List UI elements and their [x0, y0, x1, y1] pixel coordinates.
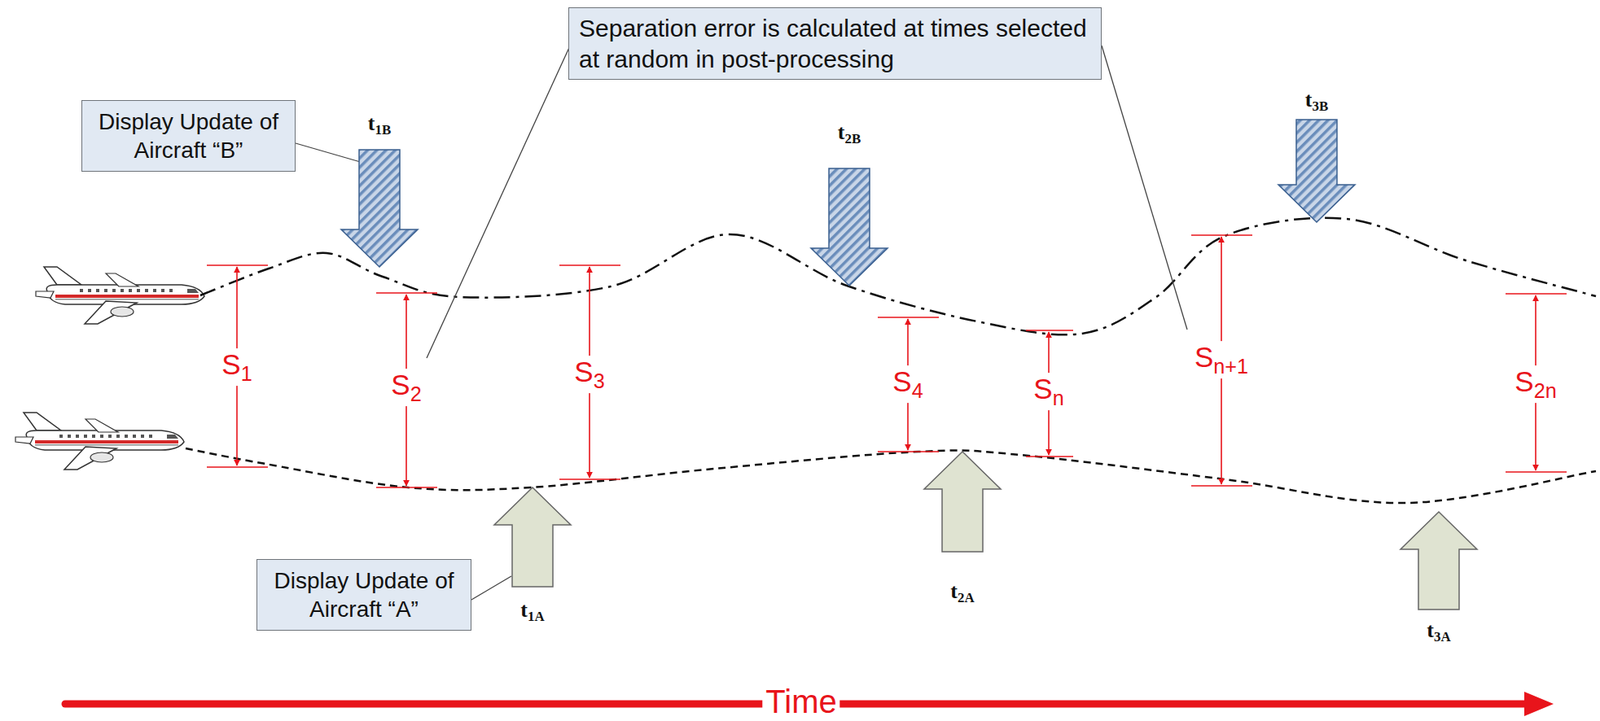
box-leader: [471, 576, 512, 601]
separation-measure: [1025, 330, 1074, 457]
separation-label: S2n: [1512, 365, 1559, 404]
display-update-arrow: [924, 451, 1001, 553]
update-time-label: t3B: [1305, 89, 1329, 114]
annotation-box: Display Update of Aircraft “B”: [81, 100, 296, 172]
display-update-arrow: [1278, 119, 1355, 223]
update-time-label: t1B: [368, 113, 391, 137]
display-update-arrow: [494, 487, 571, 588]
aircraft-b-icon: [35, 267, 205, 325]
separation-label: S1: [219, 348, 255, 386]
callout-leader: [426, 42, 572, 359]
aircraft-a-track: [185, 448, 1596, 504]
separation-measure: [1191, 235, 1253, 487]
separation-label: S4: [889, 365, 925, 404]
box-text: Separation error is calculated at times …: [578, 13, 1092, 75]
box-text: Display Update of Aircraft “A”: [265, 566, 463, 624]
display-update-arrow: [1400, 512, 1478, 610]
annotation-box: Display Update of Aircraft “A”: [256, 559, 472, 632]
callout-leader: [1101, 45, 1188, 330]
separation-measure: [376, 293, 438, 488]
update-time-label: t1A: [520, 600, 544, 624]
update-time-label: t2B: [837, 122, 861, 146]
update-time-label: t3A: [1426, 620, 1451, 645]
box-leader: [295, 143, 364, 163]
display-update-arrow: [810, 168, 888, 286]
separation-label: Sn: [1030, 372, 1066, 411]
callout-box: Separation error is calculated at times …: [568, 7, 1102, 80]
separation-measure: [1505, 293, 1567, 473]
axis-label: Time: [762, 685, 840, 719]
separation-label: Sn+1: [1192, 341, 1251, 379]
display-update-arrow: [341, 149, 418, 268]
separation-measure: [877, 317, 939, 452]
update-time-label: t2A: [950, 581, 974, 605]
separation-label: S3: [571, 355, 607, 394]
aircraft-a-icon: [15, 412, 185, 470]
separation-measure: [559, 265, 621, 480]
separation-measure: [206, 265, 268, 468]
box-text: Display Update of Aircraft “B”: [90, 107, 287, 165]
separation-label: S2: [388, 368, 424, 407]
